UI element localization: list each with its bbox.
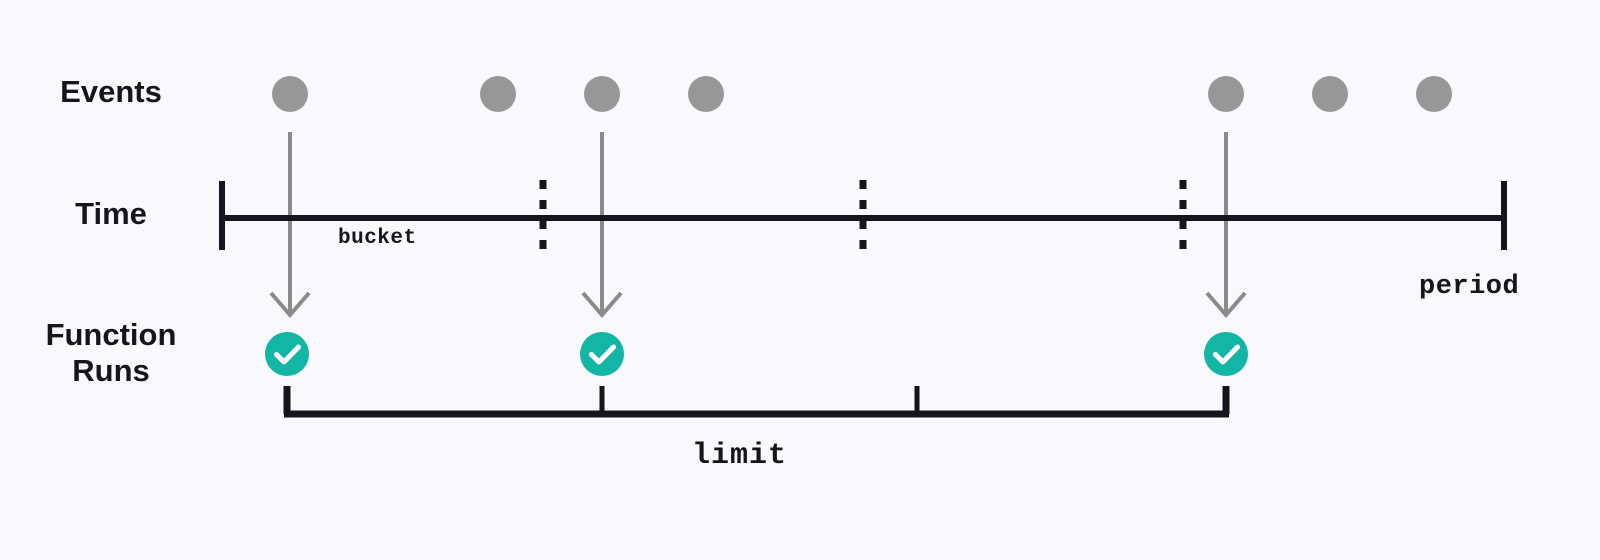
row-label-function-runs: Function Runs	[45, 317, 177, 388]
annotation-limit: limit	[692, 439, 788, 473]
event-dot	[1312, 76, 1348, 112]
event-dot	[584, 76, 620, 112]
check-icon	[274, 344, 301, 365]
events-dot-group	[272, 76, 1452, 112]
event-dot	[1208, 76, 1244, 112]
function-run-success-badge	[265, 332, 309, 376]
time-axis	[219, 181, 1507, 250]
row-label-time: Time	[75, 196, 147, 231]
event-to-run-arrow	[581, 132, 623, 319]
annotation-bucket: bucket	[338, 227, 417, 250]
check-icon	[589, 344, 616, 365]
event-to-run-arrow	[1205, 132, 1247, 319]
event-dot	[1416, 76, 1452, 112]
event-to-run-arrow-group	[269, 132, 1247, 319]
function-run-success-badge	[580, 332, 624, 376]
annotation-period: period	[1419, 272, 1520, 302]
event-dot	[688, 76, 724, 112]
row-label-events: Events	[60, 74, 162, 109]
event-to-run-arrow	[269, 132, 311, 319]
check-icon	[1213, 344, 1240, 365]
event-dot	[480, 76, 516, 112]
function-run-group	[265, 332, 1248, 376]
event-dot	[272, 76, 308, 112]
limit-bracket	[283, 386, 1230, 418]
function-run-success-badge	[1204, 332, 1248, 376]
